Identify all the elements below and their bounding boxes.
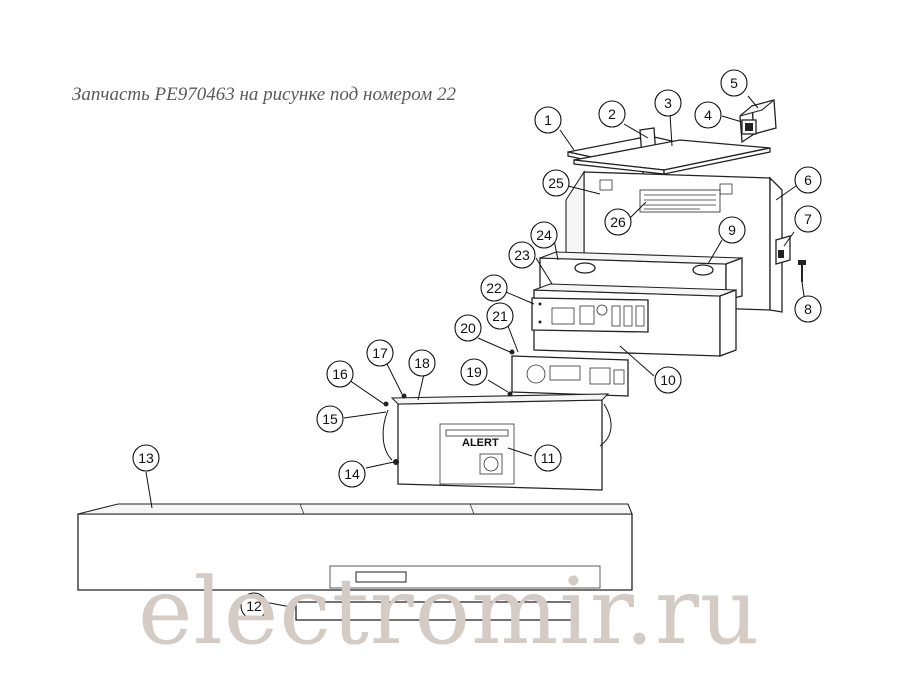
- callout-24: 24: [530, 221, 558, 249]
- callout-11: 11: [534, 444, 562, 472]
- callout-10: 10: [654, 366, 682, 394]
- callout-12: 12: [240, 592, 268, 620]
- svg-text:21: 21: [492, 308, 508, 324]
- callout-4: 4: [694, 101, 722, 129]
- svg-text:25: 25: [548, 175, 564, 191]
- callout-21: 21: [486, 302, 514, 330]
- svg-text:4: 4: [704, 107, 712, 123]
- callout-26: 26: [604, 208, 632, 236]
- svg-text:3: 3: [664, 95, 672, 111]
- callout-14: 14: [338, 460, 366, 488]
- svg-text:22: 22: [486, 280, 502, 296]
- callout-13: 13: [132, 444, 160, 472]
- callout-5: 5: [720, 69, 748, 97]
- callout-2: 2: [598, 100, 626, 128]
- svg-text:20: 20: [460, 320, 476, 336]
- callout-6: 6: [794, 166, 822, 194]
- callout-18: 18: [408, 349, 436, 377]
- callout-19: 19: [460, 358, 488, 386]
- part-3-cover: [573, 139, 771, 175]
- callout-17: 17: [366, 339, 394, 367]
- svg-text:24: 24: [536, 227, 552, 243]
- part-15-wire-right: [599, 403, 612, 447]
- callout-22: 22: [480, 274, 508, 302]
- callout-20: 20: [454, 314, 482, 342]
- svg-text:14: 14: [344, 466, 360, 482]
- svg-text:10: 10: [660, 372, 676, 388]
- svg-text:17: 17: [372, 345, 388, 361]
- part-18-control-housing: ALERT: [390, 393, 610, 491]
- callout-9: 9: [718, 216, 746, 244]
- part-22-control-board: [531, 297, 649, 333]
- svg-text:7: 7: [804, 211, 812, 227]
- svg-text:12: 12: [246, 598, 262, 614]
- part-16-screw: [383, 401, 389, 407]
- part-17-screw: [401, 393, 407, 399]
- svg-text:19: 19: [466, 364, 482, 380]
- svg-text:11: 11: [541, 450, 556, 466]
- part-4-switch: [741, 119, 757, 135]
- part-19-screw: [507, 391, 513, 397]
- svg-text:5: 5: [730, 75, 738, 91]
- part-20-screw: [509, 349, 515, 355]
- svg-text:1: 1: [544, 112, 552, 128]
- callout-16: 16: [326, 360, 354, 388]
- callout-1: 1: [534, 106, 562, 134]
- callout-7: 7: [794, 205, 822, 233]
- part-8-screw: [798, 260, 806, 282]
- callout-3: 3: [654, 89, 682, 117]
- alert-panel-label: ALERT: [462, 437, 499, 449]
- site-watermark: electromir.ru: [138, 558, 761, 665]
- svg-text:8: 8: [804, 301, 812, 317]
- part-13-front-panel: [77, 503, 633, 591]
- svg-text:6: 6: [804, 172, 812, 188]
- svg-text:23: 23: [514, 247, 530, 263]
- callout-8: 8: [794, 295, 822, 323]
- callout-25: 25: [542, 169, 570, 197]
- svg-text:15: 15: [322, 411, 338, 427]
- svg-text:16: 16: [332, 366, 348, 382]
- callout-15: 15: [316, 405, 344, 433]
- svg-text:2: 2: [608, 106, 616, 122]
- part-14-screw: [393, 459, 399, 465]
- svg-text:9: 9: [728, 222, 736, 238]
- svg-text:26: 26: [610, 214, 626, 230]
- callout-23: 23: [508, 241, 536, 269]
- svg-text:13: 13: [138, 450, 154, 466]
- part-15-wire-left: [382, 409, 393, 461]
- part-21-display-board: [511, 355, 629, 397]
- svg-text:18: 18: [414, 355, 430, 371]
- diagram-caption: Запчасть PE970463 на рисунке под номером…: [72, 84, 456, 105]
- part-12-bottom-strip: [295, 601, 577, 621]
